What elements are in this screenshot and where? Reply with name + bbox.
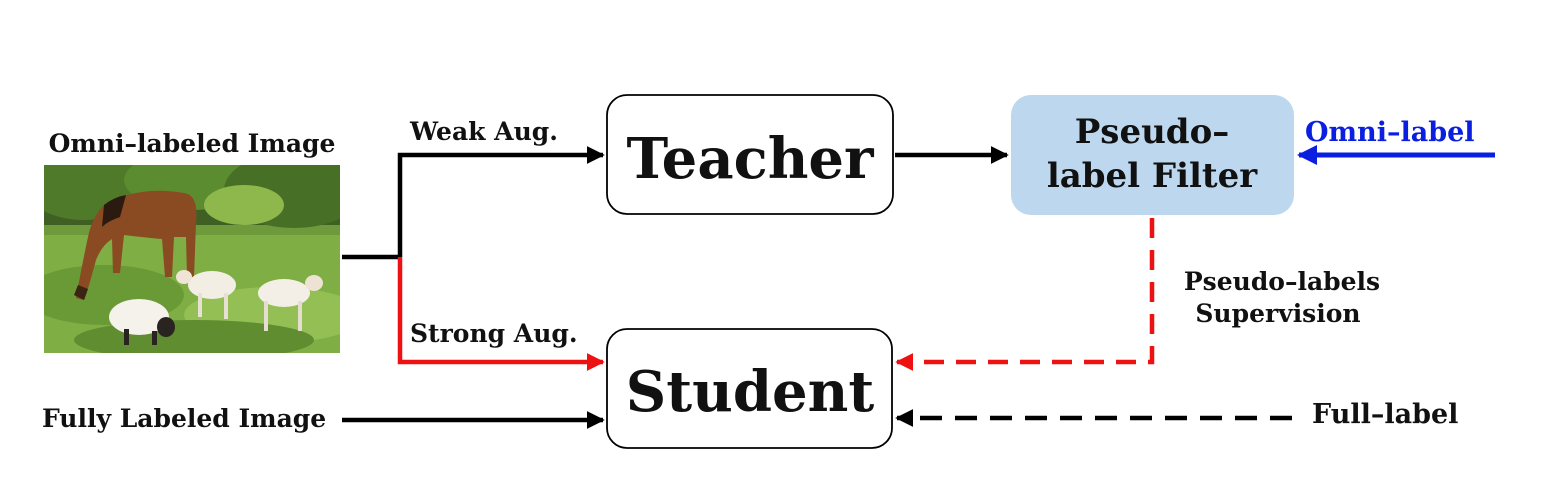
pseudo-labels-text: Pseudo–labels xyxy=(1184,267,1380,296)
filter-label-line2: label Filter xyxy=(1047,156,1258,196)
weak-aug-label: Weak Aug. xyxy=(409,117,558,146)
omni-labeled-image xyxy=(44,165,340,353)
strong-aug-arrow xyxy=(397,257,605,371)
filter-label-line1: Pseudo– xyxy=(1075,112,1230,152)
student-label: Student xyxy=(626,359,875,425)
omni-image-caption: Omni–labeled Image xyxy=(49,129,336,158)
pseudo-labels-supervision-arrow xyxy=(895,218,1155,371)
teacher-label: Teacher xyxy=(626,126,875,192)
fully-labeled-image-label: Fully Labeled Image xyxy=(42,404,326,433)
strong-aug-label: Strong Aug. xyxy=(410,319,578,348)
omni-label-text: Omni–label xyxy=(1305,117,1475,148)
teacher-node: Teacher xyxy=(606,94,894,215)
pseudo-label-filter-node: Pseudo– label Filter xyxy=(1011,95,1294,215)
student-node: Student xyxy=(606,328,893,449)
weak-aug-arrow xyxy=(397,146,605,257)
full-label-text: Full–label xyxy=(1312,399,1458,430)
supervision-text: Supervision xyxy=(1195,299,1360,328)
